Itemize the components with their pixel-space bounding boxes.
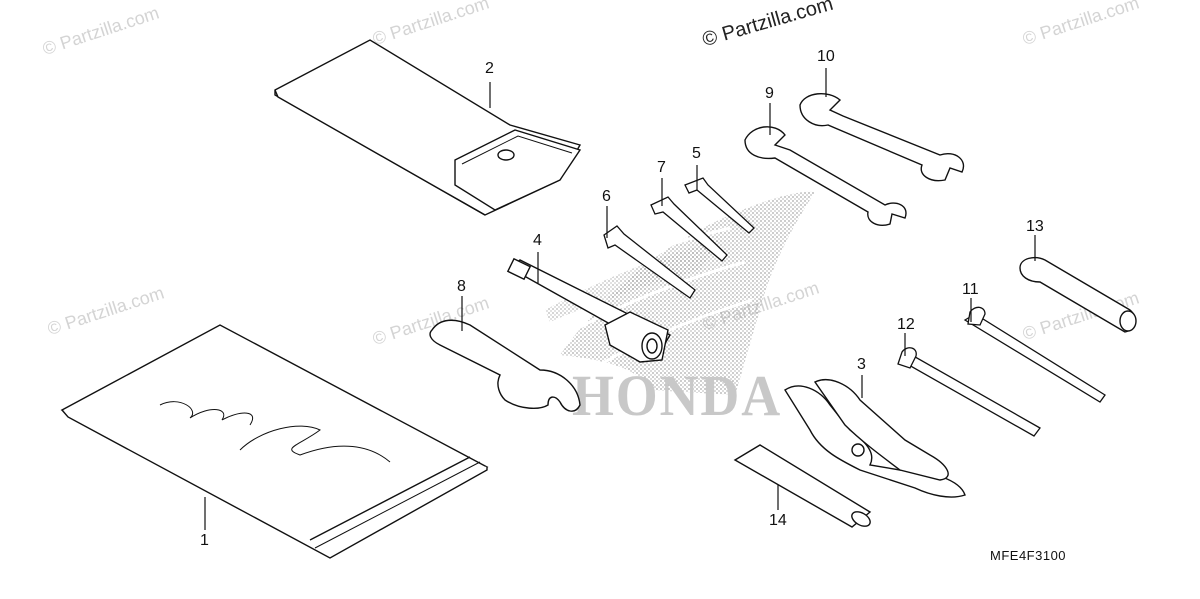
part-open-end-wrench-b (799, 93, 965, 182)
part-hex-wrench-large (603, 225, 696, 299)
leader-lines (204, 68, 1036, 530)
part-pliers (784, 379, 966, 498)
callout-13: 13 (1026, 218, 1044, 235)
callout-6: 6 (602, 188, 611, 205)
callout-10: 10 (817, 48, 835, 65)
callout-8: 8 (457, 278, 466, 295)
part-screwdriver-flat (897, 347, 1041, 437)
callout-7: 7 (657, 159, 666, 176)
part-open-end-wrench-a (744, 126, 907, 226)
callout-1: 1 (200, 532, 209, 549)
part-bag (60, 324, 489, 559)
callout-2: 2 (485, 60, 494, 77)
part-screwdriver-grip (1019, 256, 1137, 333)
part-spark-plug-wrench (506, 257, 671, 363)
callout-14: 14 (769, 512, 787, 529)
part-screwdriver-phillips (963, 306, 1106, 403)
callout-11: 11 (962, 281, 979, 298)
brand-wordmark: HONDA (572, 363, 782, 428)
callout-3: 3 (857, 356, 866, 373)
callout-9: 9 (765, 85, 774, 102)
diagram-code: MFE4F3100 (990, 548, 1067, 563)
callout-4: 4 (533, 232, 542, 249)
part-pin-spanner (429, 319, 581, 412)
part-tool-pouch (274, 39, 582, 216)
part-hex-wrench-medium (650, 196, 728, 262)
part-extension-bar (733, 444, 872, 528)
callout-5: 5 (692, 145, 701, 162)
part-hex-wrench-small (684, 177, 755, 234)
callout-12: 12 (897, 316, 915, 333)
